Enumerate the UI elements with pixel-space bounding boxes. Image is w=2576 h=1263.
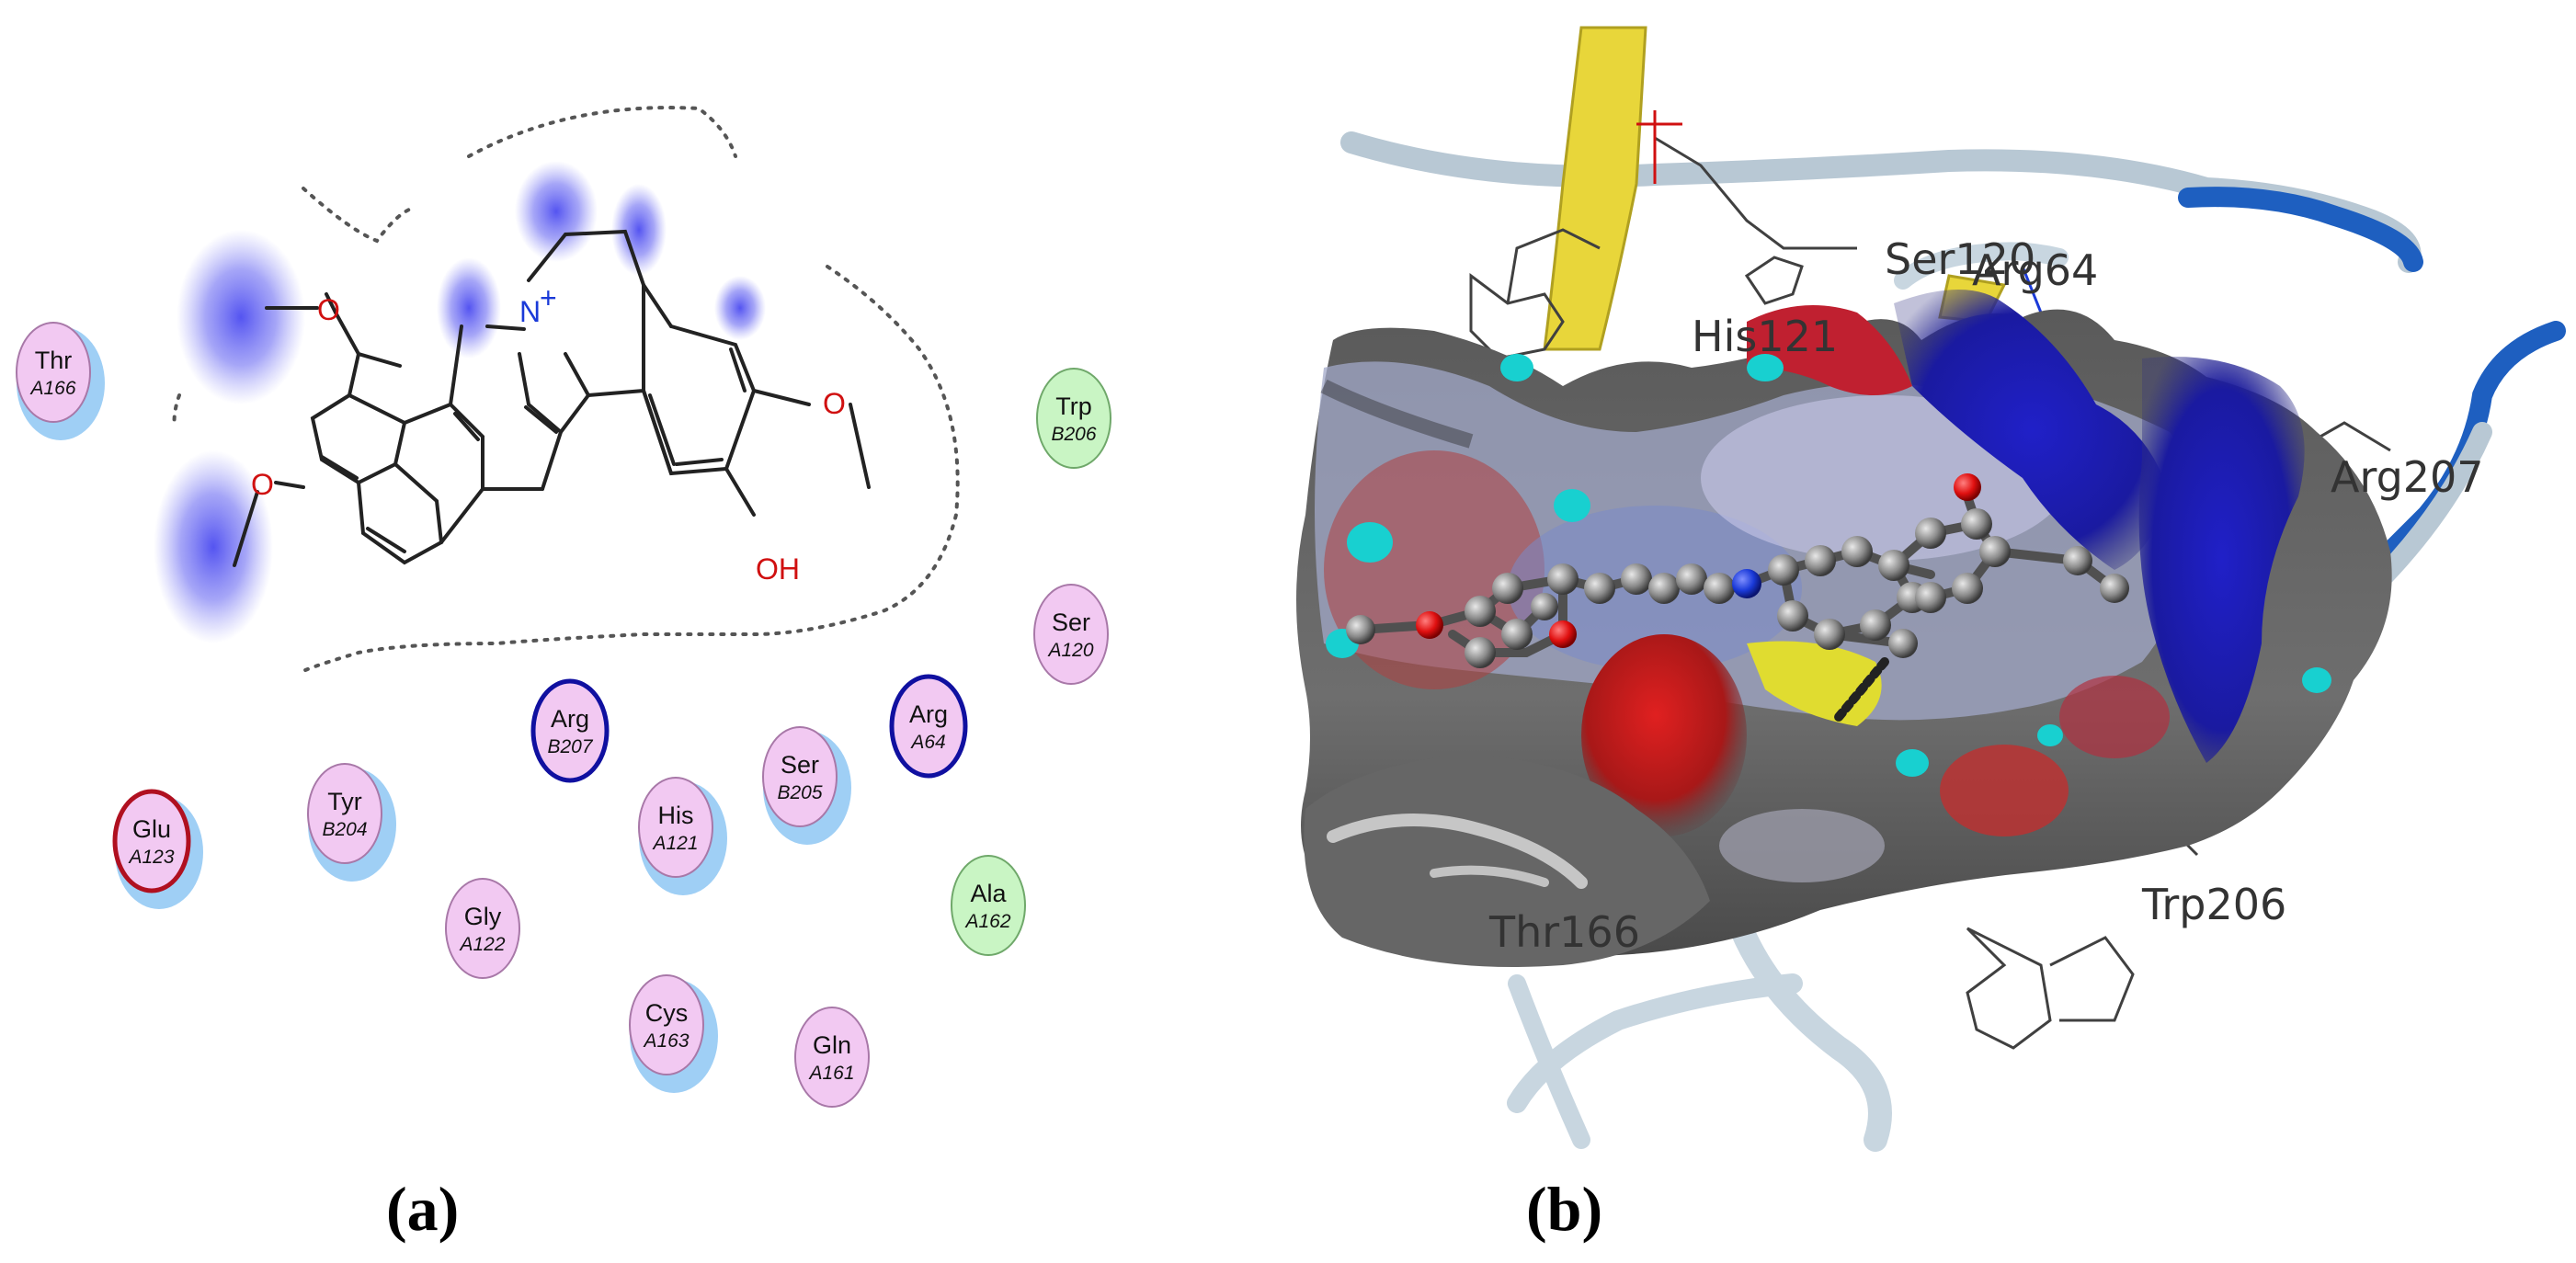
label-ser120: Ser120 [1885,234,2035,284]
residue-number: A162 [963,911,1010,932]
residue-name: Arg [551,705,589,733]
panel-b-surface-render: Ser120 Arg64 His121 Arg207 Trp206 Thr166… [1296,26,2566,1244]
oxygen-label-top: O [317,293,340,326]
residue-disc [16,322,91,423]
residue-number: A64 [909,732,945,753]
residue-disc [889,674,968,779]
oxygen-label-right: O [823,387,846,420]
residue-number: A122 [458,934,505,955]
panel-a-interaction-diagram: O O N + O OH ThrA166TrpB206SerA120ArgB20… [16,106,1111,1244]
label-thr166: Thr166 [1488,907,1640,957]
nitrogen-charge: + [540,281,557,314]
label-trp206: Trp206 [2141,880,2286,929]
residue-name: Gly [464,903,502,930]
residue-disc [1033,584,1109,685]
oxygen-label-left: O [251,468,274,501]
pocket-contour [172,106,960,673]
residue-name: Gln [813,1031,851,1059]
ligand-atom-labels: O O N + O OH [251,281,846,586]
ligand-exposure-blobs [154,161,766,643]
label-his121: His121 [1692,312,1838,361]
residue-disc [1036,368,1111,469]
residue-number: A121 [651,833,698,854]
hydroxyl-label: OH [756,552,800,586]
residue-number: A120 [1046,640,1093,661]
residue-name: Tyr [327,788,362,815]
ligand-structure [233,229,871,567]
residue-name: Cys [645,999,689,1027]
ligand-ball-and-stick [1346,473,2129,722]
residue-number: B205 [777,782,822,803]
residue-name: His [658,802,694,829]
residue-number: A123 [127,847,174,868]
residue-number: A166 [28,378,75,399]
panel-label-a: (a) [386,1174,459,1244]
residue-disc [762,726,838,827]
residue-name: Ala [970,880,1007,907]
residue-disc [629,974,704,1075]
residue-number: B204 [322,819,367,840]
residue-name: Trp [1055,393,1092,420]
residue-disc [530,678,610,783]
residue-name: Ser [781,751,819,779]
residue-name: Glu [132,815,171,843]
residue-labels-3d: Ser120 Arg64 His121 Arg207 Trp206 Thr166 [1488,234,2484,957]
protein-ribbons [1340,26,2566,1152]
residue-disc [307,763,382,864]
residue-number: A163 [642,1030,689,1052]
binding-pocket-surface [1296,290,2392,967]
residue-number: B207 [547,736,593,757]
residue-number: A161 [807,1063,854,1084]
residue-disc [112,789,191,893]
label-arg64: Arg64 [1972,245,2098,295]
residue-name: Thr [35,347,73,374]
residue-name: Arg [909,700,948,728]
residue-number: B206 [1051,424,1096,445]
panel-label-b: (b) [1526,1174,1602,1244]
residue-discs: ThrA166TrpB206SerA120ArgB207ArgA64SerB20… [16,322,1111,1108]
residue-disc [794,1007,870,1108]
residue-disc [951,855,1026,956]
residue-name: Ser [1052,609,1090,636]
nitrogen-label: N [519,295,541,328]
label-arg207: Arg207 [2331,452,2484,502]
residue-disc [445,878,520,979]
residue-disc [638,777,713,878]
